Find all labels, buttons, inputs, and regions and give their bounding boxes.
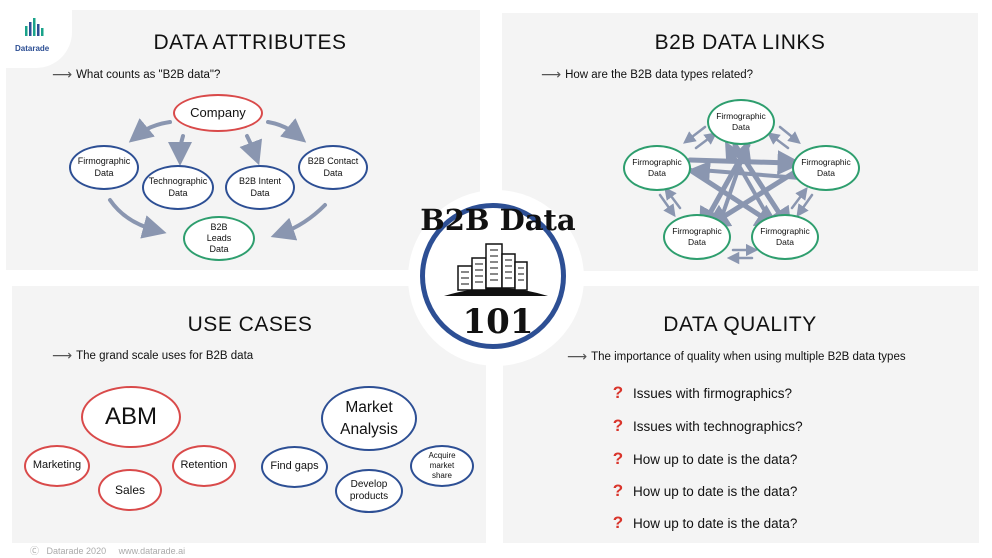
attributes-subtitle: ⟶What counts as "B2B data"? [52,66,220,83]
logo: Datarade [0,0,72,68]
center-number: 101 [462,302,534,342]
acquire-share-node: Acquire market share [410,445,474,487]
question-mark-icon: ? [612,383,624,402]
footer-url[interactable]: www.datarade.ai [118,546,186,556]
develop-products-node: Develop products [335,469,403,513]
contact-node: B2B Contact Data [298,145,368,190]
links-node-bottom-left: Firmographic Data [663,214,731,260]
links-node-left: Firmographic Data [623,145,691,191]
use-cases-subtitle: ⟶The grand scale uses for B2B data [52,347,253,364]
quality-question-text: How up to date is the data? [633,516,798,531]
quality-title: DATA QUALITY [663,313,817,336]
question-mark-icon: ? [612,416,624,435]
attributes-title: DATA ATTRIBUTES [153,31,347,54]
retention-node: Retention [172,445,236,487]
use-cases-title: USE CASES [187,313,313,336]
footer-copyright: Datarade 2020 [46,546,107,556]
links-subtitle-text: How are the B2B data types related? [565,69,754,81]
quality-question: ? How up to date is the data? [608,449,798,469]
intent-node: B2B Intent Data [225,165,295,210]
quality-question-text: How up to date is the data? [633,452,798,467]
question-mark-icon: ? [612,513,624,532]
link-arrow-lines [658,125,814,265]
panel-data-quality [503,286,979,543]
links-node-right: Firmographic Data [792,145,860,191]
quality-question-text: Issues with technographics? [633,419,803,434]
sales-node: Sales [98,469,162,511]
attribute-arrow-lines [108,118,327,241]
center-title: B2B Data [420,203,576,237]
quality-question: ? How up to date is the data? [608,513,798,533]
leads-node: B2B Leads Data [183,216,255,261]
logo-text: Datarade [15,44,50,53]
quality-question-text: Issues with firmographics? [633,386,793,401]
arrow-right-icon: ⟶ [52,66,73,82]
footer: Ⓒ Datarade 2020 www.datarade.ai [30,544,185,557]
marketing-node: Marketing [24,445,90,487]
links-title: B2B DATA LINKS [654,31,826,54]
use-cases-subtitle-text: The grand scale uses for B2B data [76,350,254,362]
links-subtitle: ⟶How are the B2B data types related? [541,66,753,83]
city-skyline-icon [444,243,548,296]
technographic-node: Technographic Data [142,165,214,210]
quality-question: ? Issues with technographics? [608,416,803,436]
quality-subtitle-text: The importance of quality when using mul… [591,351,906,363]
arrow-right-icon: ⟶ [541,66,562,82]
attributes-subtitle-text: What counts as "B2B data"? [76,69,221,81]
quality-question-text: How up to date is the data? [633,484,798,499]
links-node-top: Firmographic Data [707,99,775,145]
question-mark-icon: ? [612,449,624,468]
company-node: Company [173,94,263,132]
find-gaps-node: Find gaps [261,446,328,488]
links-node-bottom-right: Firmographic Data [751,214,819,260]
datarade-logo-icon [25,18,44,36]
copyright-icon: Ⓒ [30,546,40,556]
quality-question: ? Issues with firmographics? [608,383,792,403]
market-analysis-node: Market Analysis [321,386,417,451]
firmographic-node: Firmographic Data [69,145,139,190]
quality-question: ? How up to date is the data? [608,481,798,501]
arrow-right-icon: ⟶ [52,347,73,363]
question-mark-icon: ? [612,481,624,500]
arrow-right-icon: ⟶ [567,348,588,364]
quality-subtitle: ⟶The importance of quality when using mu… [567,348,906,365]
abm-node: ABM [81,386,181,448]
